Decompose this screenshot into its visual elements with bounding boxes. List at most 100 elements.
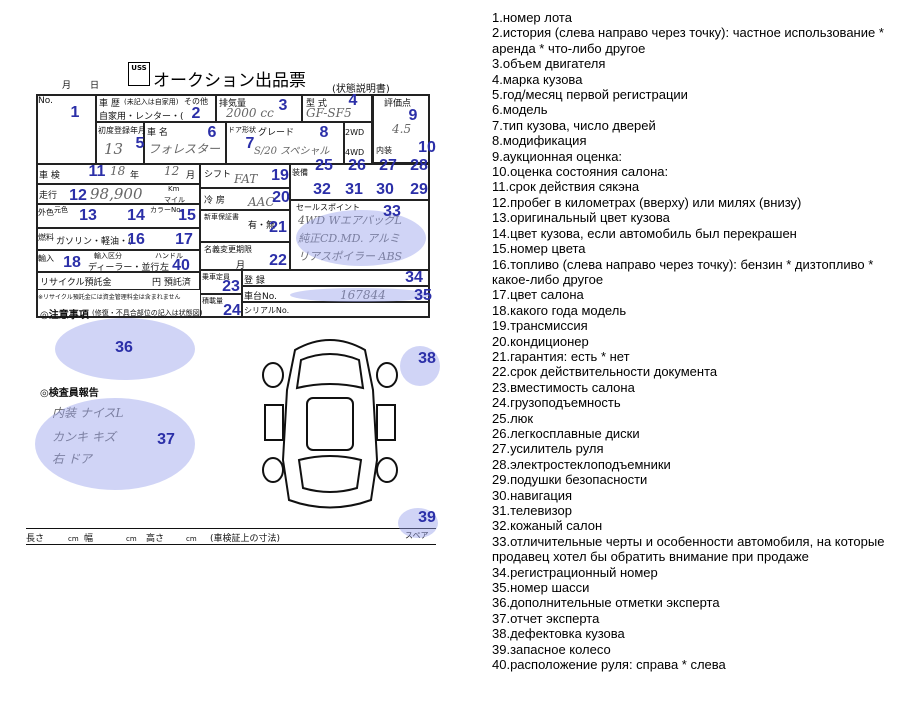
marker-24: 24: [223, 302, 241, 319]
marker-18: 18: [63, 254, 81, 271]
color-no-label: カラーNo.: [150, 206, 183, 214]
hw-shift: FAT: [234, 172, 258, 186]
uss-logo: USS: [128, 62, 150, 86]
recycle-label: リサイクル預託金: [40, 278, 112, 288]
hw-inspection-year: 18: [110, 164, 126, 178]
chassis-cell: [242, 286, 430, 302]
legend-item: 16.топливо (слева направо через точку): …: [492, 256, 874, 287]
import-cell: [36, 250, 200, 272]
inspection-cell: [36, 164, 200, 184]
color-cell: [36, 204, 200, 228]
left-label: 左: [160, 263, 170, 273]
name-change-label: 名義変更期限: [204, 245, 252, 254]
cooler-cell: [200, 188, 290, 210]
legend-item: 6.модель: [492, 102, 548, 118]
marker-38: 38: [418, 350, 436, 367]
sheet-title: オークション出品票: [153, 71, 306, 91]
legend-item: 40.расположение руля: справа * слева: [492, 657, 726, 673]
marker-17: 17: [175, 231, 193, 248]
car-diagram-icon: [262, 339, 398, 509]
marker-35: 35: [414, 287, 432, 304]
legend-item: 26.легкосплавные диски: [492, 425, 640, 441]
legend-item: 19.трансмиссия: [492, 318, 588, 334]
date-month: 月: [62, 81, 72, 91]
legend-item: 24.грузоподъемность: [492, 395, 621, 411]
capacity-label: 乗車定員: [202, 273, 230, 281]
car-name-label: 車 名: [147, 128, 168, 138]
legend-item: 34.регистрационный номер: [492, 564, 658, 580]
hw-report-1: 内装 ナイスL: [52, 406, 124, 420]
legend-item: 8.модификация: [492, 133, 587, 149]
lot-label: No.: [38, 96, 53, 106]
sheet-subtitle: (状態説明書): [332, 84, 390, 95]
grade-label: グレード: [258, 128, 295, 138]
hw-mileage: 98,900: [90, 185, 143, 203]
legend-item: 15.номер цвета: [492, 241, 586, 257]
history-label: 車 歴: [99, 99, 120, 109]
interior-label: 内装: [376, 146, 392, 155]
height-label: 高さ: [146, 534, 165, 544]
exterior-color-label: 外色: [38, 208, 54, 217]
inspector-label: ◎検査員報告: [40, 388, 99, 399]
shift-label: シフト: [204, 170, 232, 180]
marker-7: 7: [245, 135, 255, 152]
load-label: 積載量: [202, 297, 223, 305]
cooler-label: 冷 房: [204, 196, 225, 206]
history-values: 自家用・レンター・(: [99, 112, 184, 122]
inspection-month-label: 月: [186, 171, 196, 181]
spare-label: スペア: [405, 531, 429, 540]
legend-item: 30.навигация: [492, 487, 573, 503]
legend-item: 18.какого года модель: [492, 302, 627, 318]
hw-sales-3: リアスポイラー ABS: [298, 250, 403, 263]
width-label: 幅: [84, 534, 94, 544]
legend-item: 32.кожаный салон: [492, 518, 603, 534]
legend-item: 33.отличительные черты и особенности авт…: [492, 533, 885, 565]
marker-32: 32: [313, 181, 331, 198]
legend-item: 1.номер лота: [492, 10, 572, 25]
hw-report-2: カンキ キズ: [52, 430, 116, 444]
4wd-label: 4WD: [345, 148, 365, 157]
hw-chassis: 167844: [340, 288, 386, 302]
marker-15: 15: [178, 207, 196, 224]
marker-23: 23: [222, 278, 240, 295]
marker-5: 5: [135, 135, 145, 152]
displacement-cell: [216, 94, 302, 122]
fuel-label: 燃料: [38, 233, 54, 242]
legend-item: 9.аукционная оценка:: [492, 148, 623, 164]
warranty-cell: [200, 210, 290, 242]
legend-item: 13.оригинальный цвет кузова: [492, 210, 670, 226]
marker-22: 22: [269, 252, 287, 269]
marker-30: 30: [376, 181, 394, 198]
auction-sheet: USS オークション出品票 (状態説明書) 月 日 No. 車 歴 (未記入は自…: [26, 62, 440, 545]
width-cm: cm: [126, 535, 137, 543]
marker-6: 6: [207, 124, 217, 141]
blob-37: [35, 398, 195, 490]
marker-1: 1: [70, 104, 80, 121]
first-reg-label: 初度登録年月: [98, 126, 146, 135]
marker-40: 40: [172, 257, 190, 274]
date-day: 日: [90, 81, 100, 91]
model-type-label: 型 式: [306, 99, 327, 109]
hw-cooler: AAC: [248, 195, 275, 209]
history-other: その他: [184, 97, 208, 106]
blob-36: [55, 318, 195, 380]
shift-cell: [200, 164, 290, 188]
notes-label: ◎注意事項: [40, 310, 89, 321]
registration-cell: [242, 270, 430, 286]
registration-label: 登 録: [244, 276, 265, 286]
legend-item: 11.срок действия сякэна: [492, 179, 640, 195]
hw-sales-2: 純正CD.MD. アルミ: [298, 232, 400, 245]
mileage-cell: [36, 184, 200, 204]
marker-26: 26: [348, 157, 366, 174]
dealer-label: ディーラー・並行: [88, 263, 160, 273]
history-note: (未記入は自家用): [124, 98, 179, 106]
legend-item: 12.пробег в километрах (вверху) или миля…: [492, 194, 802, 210]
legend-item: 36.дополнительные отметки эксперта: [492, 595, 720, 611]
fuel-cell: [36, 228, 200, 250]
inspection-label: 車 検: [39, 171, 60, 181]
car-name-cell: [144, 122, 226, 164]
recycle-cell: [36, 272, 200, 290]
legend-list: 1.номер лота 2.история (слева направо че…: [492, 10, 887, 672]
marker-31: 31: [345, 181, 363, 198]
marker-11: 11: [88, 163, 106, 180]
